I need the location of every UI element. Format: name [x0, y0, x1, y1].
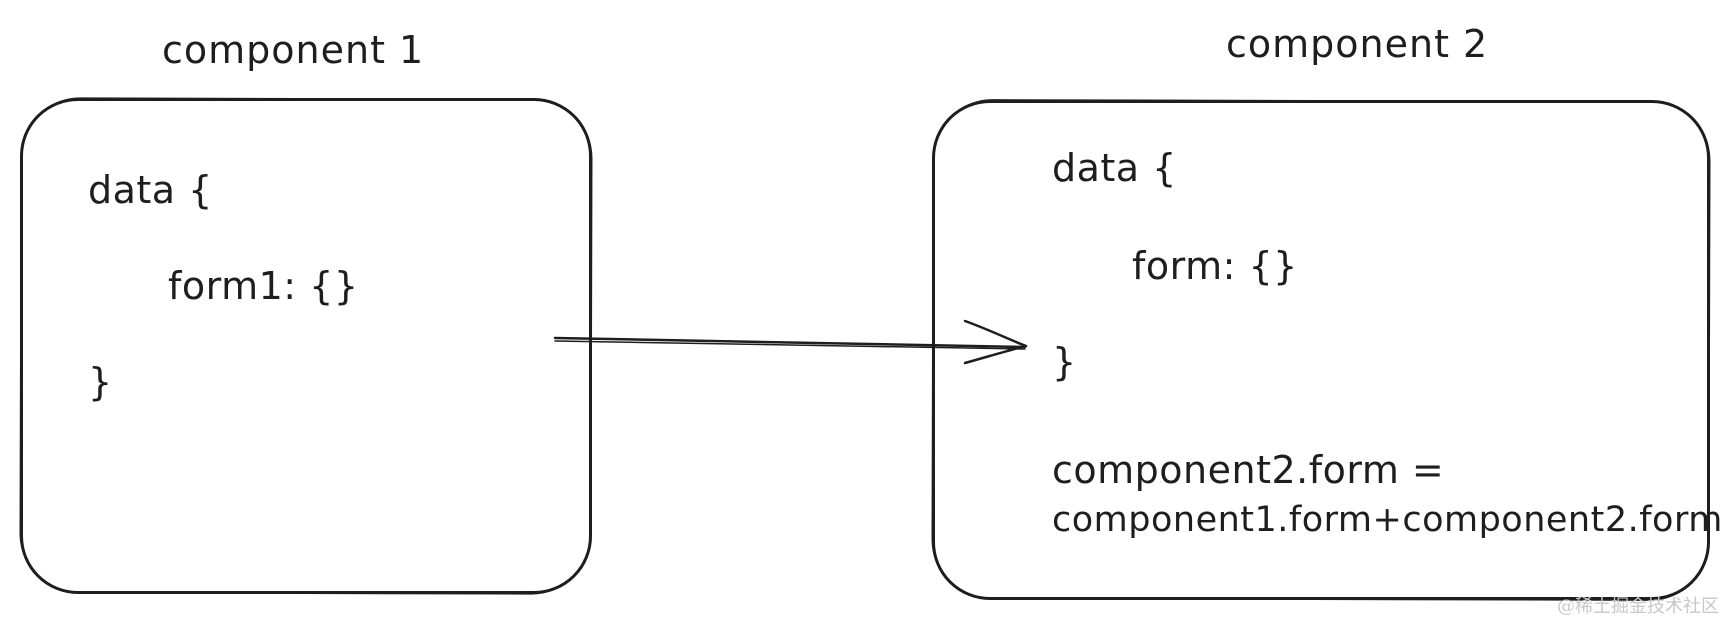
component1-form1: form1: {} [168, 264, 359, 308]
component2-title: component 2 [1226, 22, 1489, 66]
arrow-head-lower [963, 344, 1028, 365]
component1-title: component 1 [162, 28, 425, 72]
component1-data-open: data { [88, 168, 213, 212]
arrow-shaft [553, 336, 1027, 349]
component2-formula-line2: component1.form+component2.form [1052, 500, 1723, 540]
component2-box [932, 100, 1710, 600]
component1-data-close: } [88, 360, 113, 404]
component1-box [20, 98, 592, 594]
component2-data-open: data { [1052, 146, 1177, 190]
component2-formula-line1: component2.form = [1052, 448, 1445, 492]
arrow-head-upper [963, 319, 1028, 348]
watermark: @稀土掘金技术社区 [1557, 596, 1719, 617]
arrow-shaft-sketch [554, 340, 1026, 350]
component2-data-close: } [1052, 340, 1077, 384]
component2-form: form: {} [1132, 244, 1298, 288]
